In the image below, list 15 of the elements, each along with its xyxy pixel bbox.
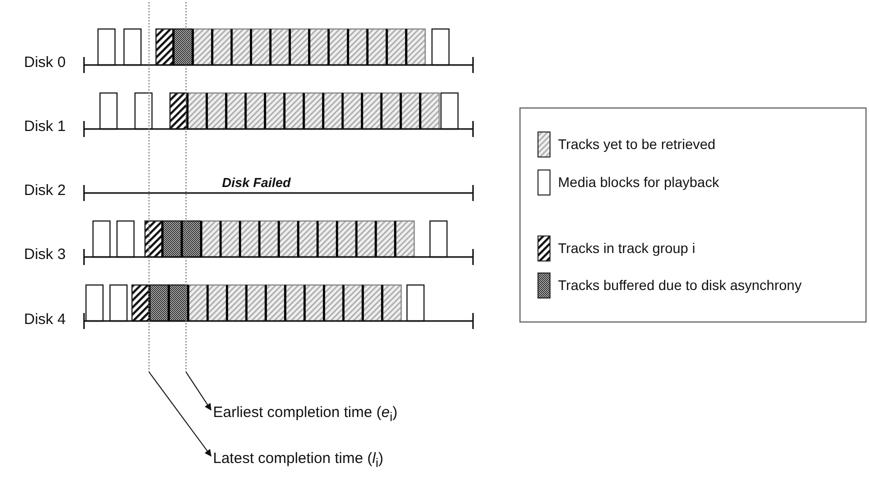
dotted-time-line (148, 2, 150, 372)
legend-text: Media blocks for playback (558, 173, 720, 191)
legend-text: Tracks yet to be retrieved (558, 135, 716, 153)
leader-arrow (148, 372, 212, 457)
status-label: Disk Failed (222, 174, 291, 192)
disk-label: Disk 4 (24, 311, 66, 329)
disk-label: Disk 2 (24, 182, 66, 200)
disk-label: Disk 0 (24, 54, 66, 72)
annotation-text: Latest completion time (l$_{i}$) (213, 450, 384, 472)
disk-label: Disk 1 (24, 118, 66, 136)
annotation-text: Earliest completion time (e$_{i}$) (213, 404, 398, 426)
legend-text: Tracks buffered due to disk asynchrony (558, 276, 802, 294)
disk-label: Disk 3 (24, 246, 66, 264)
legend-text: Tracks in track group i (558, 239, 696, 257)
leader-arrow (186, 372, 212, 411)
